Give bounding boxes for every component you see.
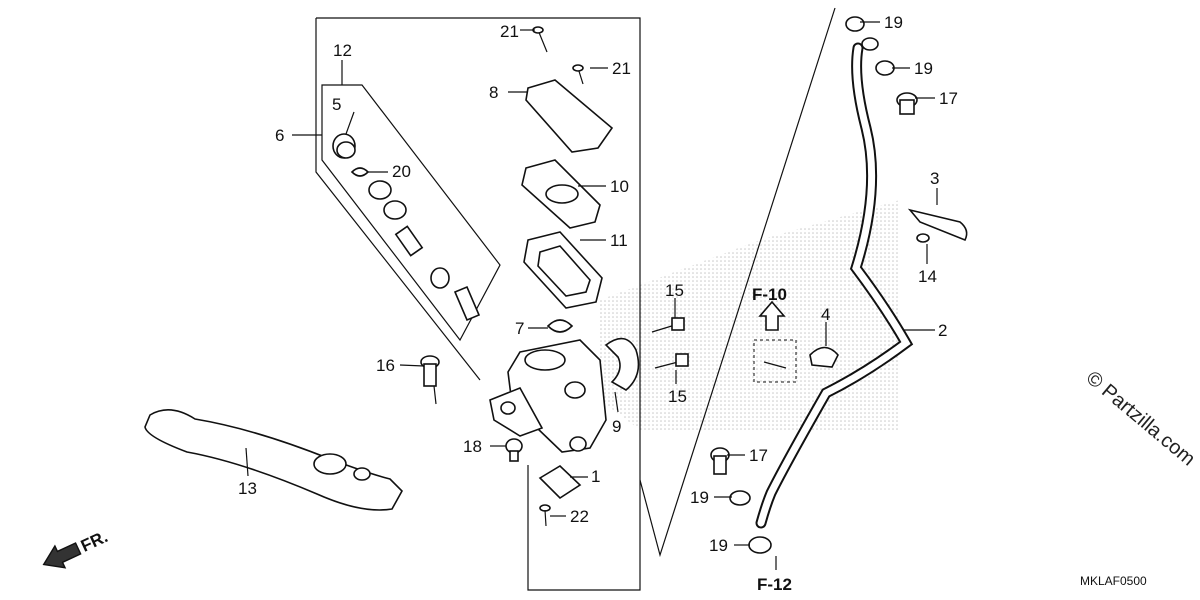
pivot-bolt-16: [420, 355, 440, 405]
callout-19: 19: [709, 536, 728, 555]
callout-9: 9: [612, 417, 621, 436]
front-direction-arrow: FR.: [42, 527, 111, 569]
callout-21: 21: [500, 22, 519, 41]
callout-19: 19: [884, 13, 903, 32]
leader-lines: [245, 21, 938, 570]
brake-lever-13: [144, 409, 403, 511]
callout-7: 7: [515, 319, 524, 338]
front-direction-label: FR.: [78, 527, 111, 556]
callout-12: 12: [333, 41, 352, 60]
callout-14: 14: [918, 267, 937, 286]
callout-15: 15: [668, 387, 687, 406]
callout-13: 13: [238, 479, 257, 498]
callout-11: 11: [610, 231, 628, 250]
stay-3: [907, 208, 968, 243]
callout-2: 2: [938, 321, 947, 340]
bolt-15: [651, 317, 689, 369]
brake-hose-2: [755, 42, 914, 529]
clamp-4: [809, 346, 839, 368]
banjo-bolt-17: [710, 92, 918, 475]
callout-1: 1: [591, 467, 600, 486]
callout-4: 4: [821, 305, 830, 324]
callout-22: 22: [570, 507, 589, 526]
callout-6: 6: [275, 126, 284, 145]
f10-reference: [753, 300, 797, 383]
master-cylinder-body: [489, 339, 607, 453]
stipple-background: [600, 200, 900, 430]
callout-16: 16: [376, 356, 395, 375]
piston-kit-bracket: [292, 60, 501, 342]
screw-21: [532, 26, 584, 85]
callout-8: 8: [489, 83, 498, 102]
callout-15: 15: [665, 281, 684, 300]
diaphragm-11: [523, 231, 603, 309]
piston-kit-parts: [332, 133, 481, 322]
callout-labels: 21 21 8 10 11 7 12 5 6 20 16 18 1 22 9 1…: [238, 13, 958, 555]
assembly-frame: [315, 7, 836, 591]
callout-19: 19: [690, 488, 709, 507]
watermark: © Partzilla.com: [1082, 367, 1199, 470]
reference-f12: F-12: [757, 575, 792, 594]
small-parts: [505, 319, 574, 527]
diagram-code: MKLAF0500: [1080, 574, 1147, 588]
callout-3: 3: [930, 169, 939, 188]
callout-21: 21: [612, 59, 631, 78]
callout-5: 5: [332, 95, 341, 114]
reservoir-cap-8: [525, 79, 614, 153]
callout-19: 19: [914, 59, 933, 78]
callout-17: 17: [749, 446, 768, 465]
callout-20: 20: [392, 162, 411, 181]
callout-17: 17: [939, 89, 958, 108]
callout-10: 10: [610, 177, 629, 196]
callout-18: 18: [463, 437, 482, 456]
front-stop-switch-1: [538, 465, 582, 500]
holder-9: [604, 337, 640, 391]
reference-f10: F-10: [752, 285, 787, 304]
cap-plate-10: [521, 159, 601, 229]
sealing-washer-19: [729, 16, 895, 554]
